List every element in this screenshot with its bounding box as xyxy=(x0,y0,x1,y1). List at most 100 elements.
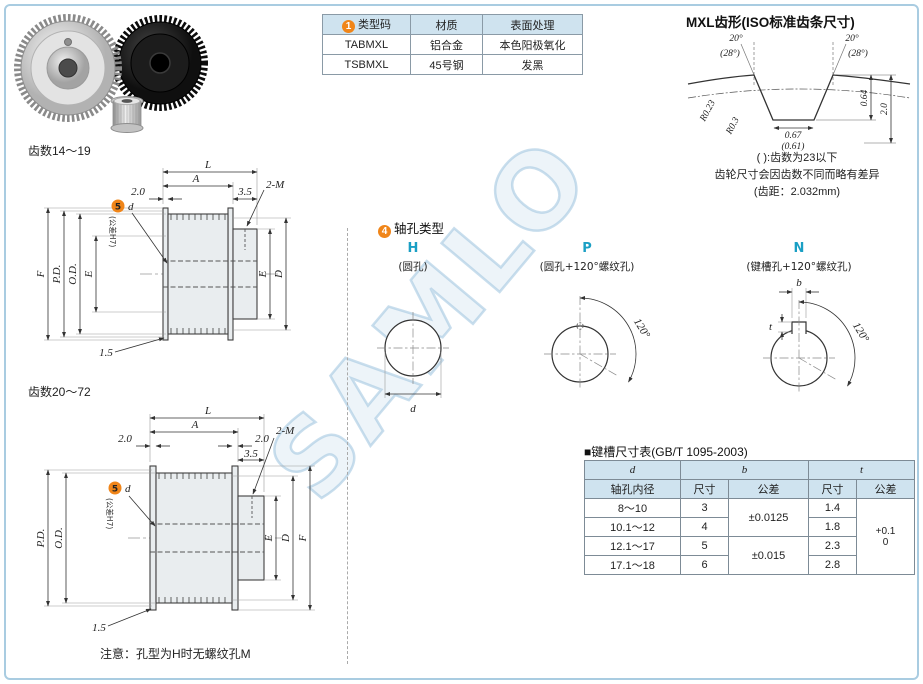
dim-hub-width: 3.5 xyxy=(237,186,252,198)
hole-type-desc: (圆孔+120°螺纹孔) xyxy=(540,260,635,273)
keyway-subheader-tolerance: 公差 xyxy=(856,479,915,499)
shaft-hole-title: 轴孔类型 xyxy=(394,222,445,236)
dim-gap-067: 0.67 xyxy=(785,131,803,141)
dim-flange-left: 2.0 xyxy=(118,433,132,445)
keyway-table-title: ■键槽尺寸表(GB/T 1095-2003) xyxy=(584,445,748,459)
hole-type-code: P xyxy=(582,241,592,256)
keyway-header-t: t xyxy=(808,460,915,480)
dim-bore-d: d xyxy=(125,483,131,495)
dim-b: b xyxy=(796,277,802,289)
cell-range: 10.1～12 xyxy=(584,517,681,537)
extension-lines xyxy=(384,352,442,398)
cell-b-tolerance: ±0.0125 xyxy=(728,498,809,537)
cell-t: 1.4 xyxy=(808,498,857,518)
dim-D: D xyxy=(280,534,292,543)
note-line: 齿轮尺寸会因齿数不同而略有差异 xyxy=(714,169,880,181)
extension-lines xyxy=(44,414,315,611)
dim-F: F xyxy=(35,270,47,278)
cell-material: 铝合金 xyxy=(410,34,483,55)
section-label-large: 齿数20～72 xyxy=(28,385,91,399)
keyway-header-d: d xyxy=(584,460,681,480)
dim-tolerance: (公差H7) xyxy=(105,498,115,529)
dim-flange-width: 2.0 xyxy=(131,186,145,198)
dim-120: 120° xyxy=(631,316,653,341)
cell-b: 3 xyxy=(680,498,729,518)
dim-tolerance: (公差H7) xyxy=(108,216,118,247)
hole-type-desc: (键槽孔+120°螺纹孔) xyxy=(746,260,851,273)
cell-finish: 本色阳极氧化 xyxy=(482,34,583,55)
table-row: 17.1～18 6 2.8 xyxy=(584,555,915,575)
angle-arc xyxy=(798,300,856,387)
badge-5-number: 5 xyxy=(115,203,121,213)
dim-E: E xyxy=(263,534,275,542)
tooth-profile-diagram: 20° (28°) 20° (28°) R0.23 R0.3 0.67 (0.6… xyxy=(687,33,911,152)
dim-E-right: E xyxy=(257,270,269,278)
cell-finish: 发黑 xyxy=(482,54,583,75)
dim-chamfer: 1.5 xyxy=(99,347,113,359)
dim-chamfer: 1.5 xyxy=(92,622,106,634)
tooth-profile-title: MXL齿形(ISO标准齿条尺寸) xyxy=(686,15,855,30)
dim-E-left: E xyxy=(83,270,95,278)
t-tolerance-plus: +0.1 xyxy=(875,525,896,537)
keyway-table: d b t 轴孔内径 尺寸 公差 尺寸 公差 8～10 3 ±0.0125 1.… xyxy=(584,460,915,575)
note-line: ( ):齿数为23以下 xyxy=(756,152,838,164)
t-tolerance-zero: 0 xyxy=(882,536,889,548)
dim-120: 120° xyxy=(850,320,872,345)
shaft-hole-H-diagram: H (圆孔) d xyxy=(377,241,449,415)
dim-A: A xyxy=(192,173,200,185)
dim-PD: P.D. xyxy=(35,529,47,549)
cell-t: 2.8 xyxy=(808,555,857,575)
aluminum-pulley-photo xyxy=(14,14,122,122)
cell-material: 45号钢 xyxy=(410,54,483,75)
table-row: TSBMXL 45号钢 发黑 xyxy=(322,54,583,75)
table-row: 8～10 3 ±0.0125 1.4 +0.1 0 xyxy=(584,498,915,575)
hole-type-code: N xyxy=(794,241,805,256)
drawing-small: L A 2.0 3.5 2-M F P.D. O.D. E E D 1.5 d … xyxy=(35,159,291,359)
keyway-subheader-bore: 轴孔内径 xyxy=(584,479,681,499)
dim-gap-061: (0.61) xyxy=(782,141,805,152)
header-code-label: 类型码 xyxy=(358,19,391,31)
tooth-outline xyxy=(687,74,911,121)
type-table-header-material: 材质 xyxy=(410,14,483,35)
keyway-subheader-size: 尺寸 xyxy=(808,479,857,499)
type-table-header-finish: 表面处理 xyxy=(482,14,583,35)
tooth-dim-lines xyxy=(773,74,893,144)
dim-angle-right: 20° xyxy=(845,33,859,44)
drawing-large: L A 2.0 2.0 3.5 2-M P.D. O.D. E D F 1.5 … xyxy=(35,405,315,634)
cell-b-tolerance: ±0.015 xyxy=(728,536,809,575)
table-row: 10.1～12 4 1.8 xyxy=(584,517,915,537)
dim-F: F xyxy=(297,534,309,542)
hole-type-code: H xyxy=(408,241,419,256)
part-cross-section xyxy=(128,465,282,611)
extension-lines xyxy=(44,168,291,341)
dim-r03: R0.3 xyxy=(724,116,742,137)
dim-D: D xyxy=(273,270,285,279)
dim-bore-d: d xyxy=(128,201,134,213)
angle-arc xyxy=(579,296,637,383)
shaft-hole-P-diagram: P (圆孔+120°螺纹孔) 120° xyxy=(540,241,653,390)
dim-height-20: 2.0 xyxy=(880,103,890,115)
hole-type-desc: (圆孔) xyxy=(398,260,427,273)
keyway-subheader-tolerance: 公差 xyxy=(728,479,809,499)
dim-angle-left: 20° xyxy=(729,33,743,44)
dim-t: t xyxy=(769,321,773,333)
badge-4-icon: 4 xyxy=(378,225,391,238)
note-line: (齿距：2.032mm) xyxy=(753,186,841,198)
cell-t: 2.3 xyxy=(808,536,857,556)
dim-depth-064: 0.64 xyxy=(860,89,870,106)
shaft-hole-N-diagram: N (键槽孔+120°螺纹孔) b t 120° xyxy=(746,241,872,394)
small-pulley-photo xyxy=(110,96,144,133)
dim-d: d xyxy=(410,403,416,415)
dimension-lines xyxy=(46,416,312,627)
table-row: 12.1～17 5 ±0.015 2.3 xyxy=(584,536,915,575)
cell-b: 6 xyxy=(680,555,729,575)
tooth-profile-notes: ( ):齿数为23以下 齿轮尺寸会因齿数不同而略有差异 (齿距：2.032mm) xyxy=(682,150,912,201)
dim-hub-width: 3.5 xyxy=(243,448,258,460)
dim-angle-left-alt: (28°) xyxy=(720,48,740,59)
cell-range: 12.1～17 xyxy=(584,536,681,556)
dim-angle-right-alt: (28°) xyxy=(848,48,868,59)
cell-type-code: TABMXL xyxy=(322,34,411,55)
